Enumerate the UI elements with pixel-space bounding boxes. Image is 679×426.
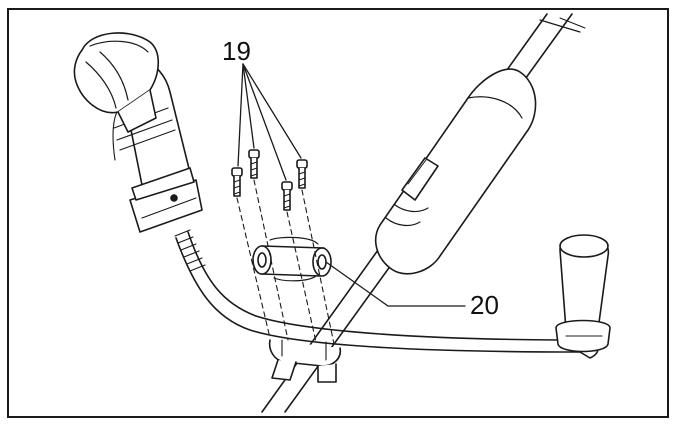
callout-19-leaders: [237, 63, 302, 181]
callout-20-leader: [325, 261, 466, 307]
screw-1: [231, 167, 243, 197]
threaded-section: [174, 229, 206, 272]
clamp-block-20: [252, 236, 332, 282]
alignment-lines: [236, 179, 335, 345]
screw-2: [248, 149, 260, 179]
shaft-clamp: [268, 339, 342, 383]
screw-4: [296, 159, 308, 189]
screw-3: [281, 181, 293, 211]
callout-label-20: 20: [470, 290, 499, 320]
left-grip: [73, 32, 203, 233]
shaft-grip-sleeve: [374, 68, 537, 275]
right-grip: [555, 234, 611, 353]
screws-19: [231, 149, 308, 211]
callout-label-19: 19: [222, 36, 251, 66]
